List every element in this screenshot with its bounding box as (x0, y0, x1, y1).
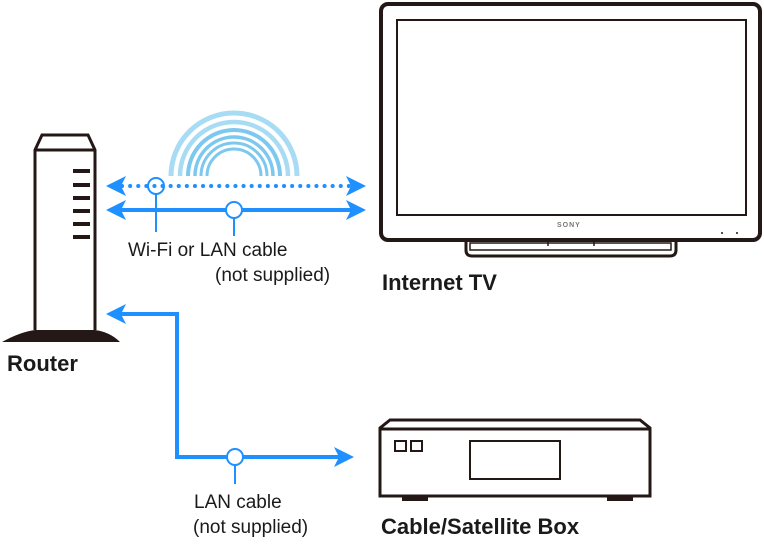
wifi-wave-arc (186, 128, 282, 177)
tv-brand-logo: SONY (557, 222, 581, 229)
tv-icon (379, 2, 762, 258)
cable-box-icon (378, 418, 652, 501)
lan-cable-label: LAN cable (194, 492, 282, 513)
wifi-wave-arc (168, 110, 300, 177)
wifi-wave-arc (205, 147, 263, 177)
lan-cable-tv-arrow (106, 200, 366, 236)
wifi-connection-arrow (106, 176, 366, 232)
router-icon (2, 133, 120, 342)
wifi-lan-not-supplied-label: (not supplied) (215, 265, 331, 286)
wifi-lan-label: Wi-Fi or LAN cable (128, 240, 288, 261)
cable-box-label: Cable/Satellite Box (381, 514, 580, 539)
wifi-wave-arc (177, 119, 291, 177)
wifi-waves-icon (168, 110, 300, 177)
tv-label: Internet TV (382, 270, 497, 295)
lan-cable-not-supplied-label: (not supplied) (193, 517, 309, 538)
wifi-wave-arc (199, 141, 269, 177)
lan-cable-box-arrow (106, 304, 354, 484)
wifi-wave-arc (193, 135, 275, 177)
router-label: Router (7, 351, 78, 376)
